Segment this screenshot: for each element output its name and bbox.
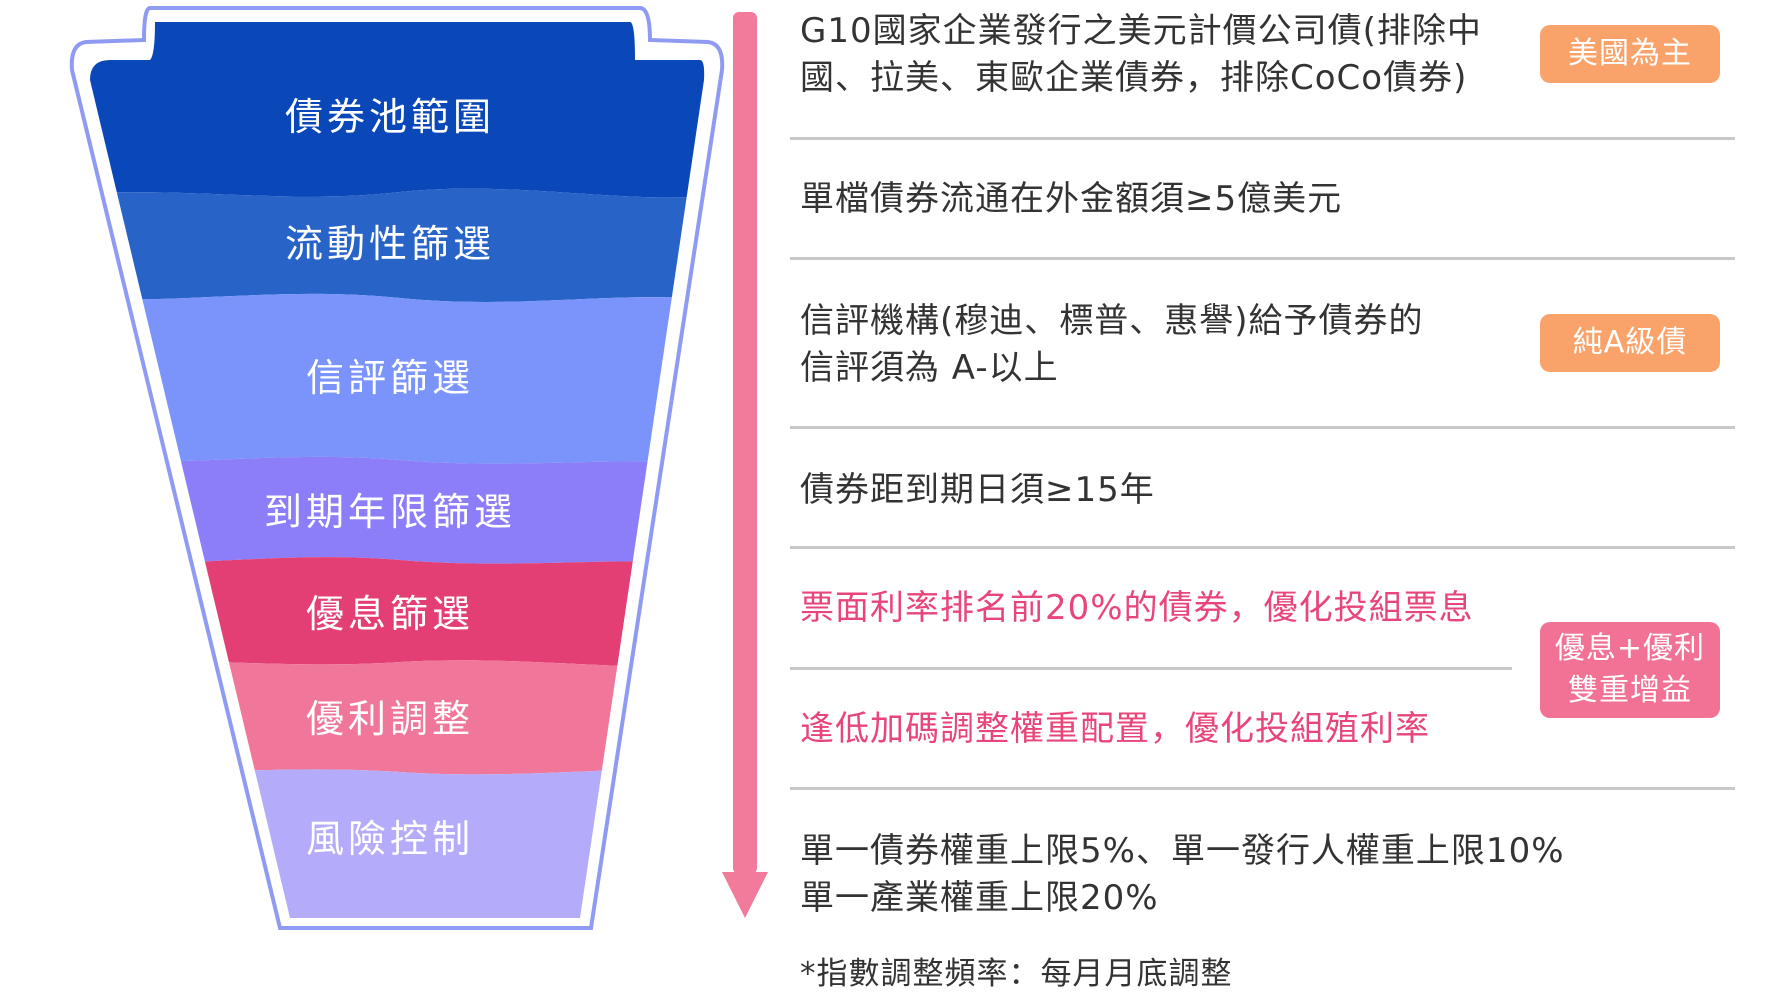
stage-label-liquidity: 流動性篩選: [284, 222, 495, 266]
criterion-maturity: 債券距到期日須≥15年: [800, 470, 1155, 510]
stage-label-rating: 信評篩選: [305, 356, 474, 400]
criterion-liquidity: 單檔債券流通在外金額須≥5億美元: [800, 179, 1343, 219]
stage-band-4: [90, 456, 705, 565]
criterion-yield-adjust: 逢低加碼調整權重配置，優化投組殖利率: [800, 709, 1430, 749]
stage-label-maturity: 到期年限篩選: [263, 490, 516, 534]
divider: [790, 667, 1512, 670]
stage-band-5: [90, 557, 705, 667]
criterion-bond-pool: G10國家企業發行之美元計價公司債(排除中 國、拉美、東歐企業債券，排除CoCo…: [800, 11, 1482, 98]
stage-label-yield-adjust: 優利調整: [305, 697, 474, 741]
divider: [790, 787, 1735, 790]
criterion-rating: 信評機構(穆迪、標普、惠譽)給予債券的 信評須為 A-以上: [800, 301, 1424, 388]
stage-label-high-yield: 優息篩選: [305, 592, 474, 636]
tag-dual-enhancement: 優息+優利 雙重增益: [1540, 622, 1720, 718]
stage-band-2: [90, 188, 705, 302]
divider: [790, 257, 1735, 260]
criterion-high-yield: 票面利率排名前20%的債券，優化投組票息: [800, 588, 1474, 628]
footnote: *指數調整頻率：每月月底調整: [800, 956, 1233, 992]
funnel-outer-outline: [69, 6, 725, 930]
stage-band-1: [90, 22, 705, 198]
criterion-risk-control: 單一債券權重上限5%、單一發行人權重上限10% 單一產業權重上限20%: [800, 831, 1565, 918]
flow-arrow: [722, 12, 768, 918]
stage-label-bond-pool: 債券池範圍: [284, 95, 495, 139]
divider: [790, 426, 1735, 429]
stage-label-risk-control: 風險控制: [305, 817, 474, 861]
tag-us-focus: 美國為主: [1540, 25, 1720, 83]
stage-band-3: [90, 293, 705, 465]
divider: [790, 137, 1735, 140]
tag-pure-a-grade: 純A級債: [1540, 314, 1720, 372]
divider: [790, 546, 1735, 549]
